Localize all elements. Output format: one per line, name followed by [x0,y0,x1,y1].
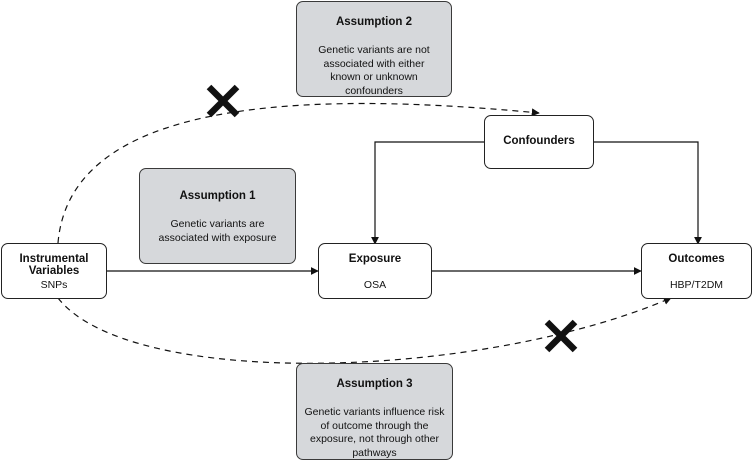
assumption-1-title: Assumption 1 [179,190,256,202]
assumption-3-box: Assumption 3 Genetic variants influence … [296,363,453,460]
arrow-confounders-to-exposure [371,141,484,245]
instrumental-variables-node: Instrumental Variables SNPs [1,243,107,299]
exposure-subtitle: OSA [363,279,387,291]
exposure-node: Exposure OSA [318,243,432,299]
dashed-arrow-iv-to-confounders [57,102,540,244]
exposure-title: Exposure [348,253,402,265]
confounders-node: Confounders [484,115,594,169]
assumption-1-text: Genetic variants are associated with exp… [158,218,277,244]
instrumental-variables-subtitle: SNPs [40,279,68,291]
assumption-2-box: Assumption 2 Genetic variants are not as… [296,1,452,97]
assumption-3-text: Genetic variants influence risk of outco… [304,406,445,459]
confounders-title: Confounders [503,135,575,147]
cross-icon-confounder-path [206,84,240,118]
instrumental-variables-title: Instrumental Variables [19,253,89,277]
assumption-2-text: Genetic variants are not associated with… [318,44,430,97]
assumption-1-box: Assumption 1 Genetic variants are associ… [139,168,296,264]
assumption-2-title: Assumption 2 [335,16,413,28]
outcomes-subtitle: HBP/T2DM [669,279,724,291]
outcomes-title: Outcomes [668,253,725,265]
dashed-arrow-iv-to-outcomes [57,297,672,364]
outcomes-node: Outcomes HBP/T2DM [641,243,752,299]
arrow-confounders-to-outcomes [594,141,702,245]
assumption-3-title: Assumption 3 [336,378,413,390]
cross-icon-direct-path [544,319,578,353]
